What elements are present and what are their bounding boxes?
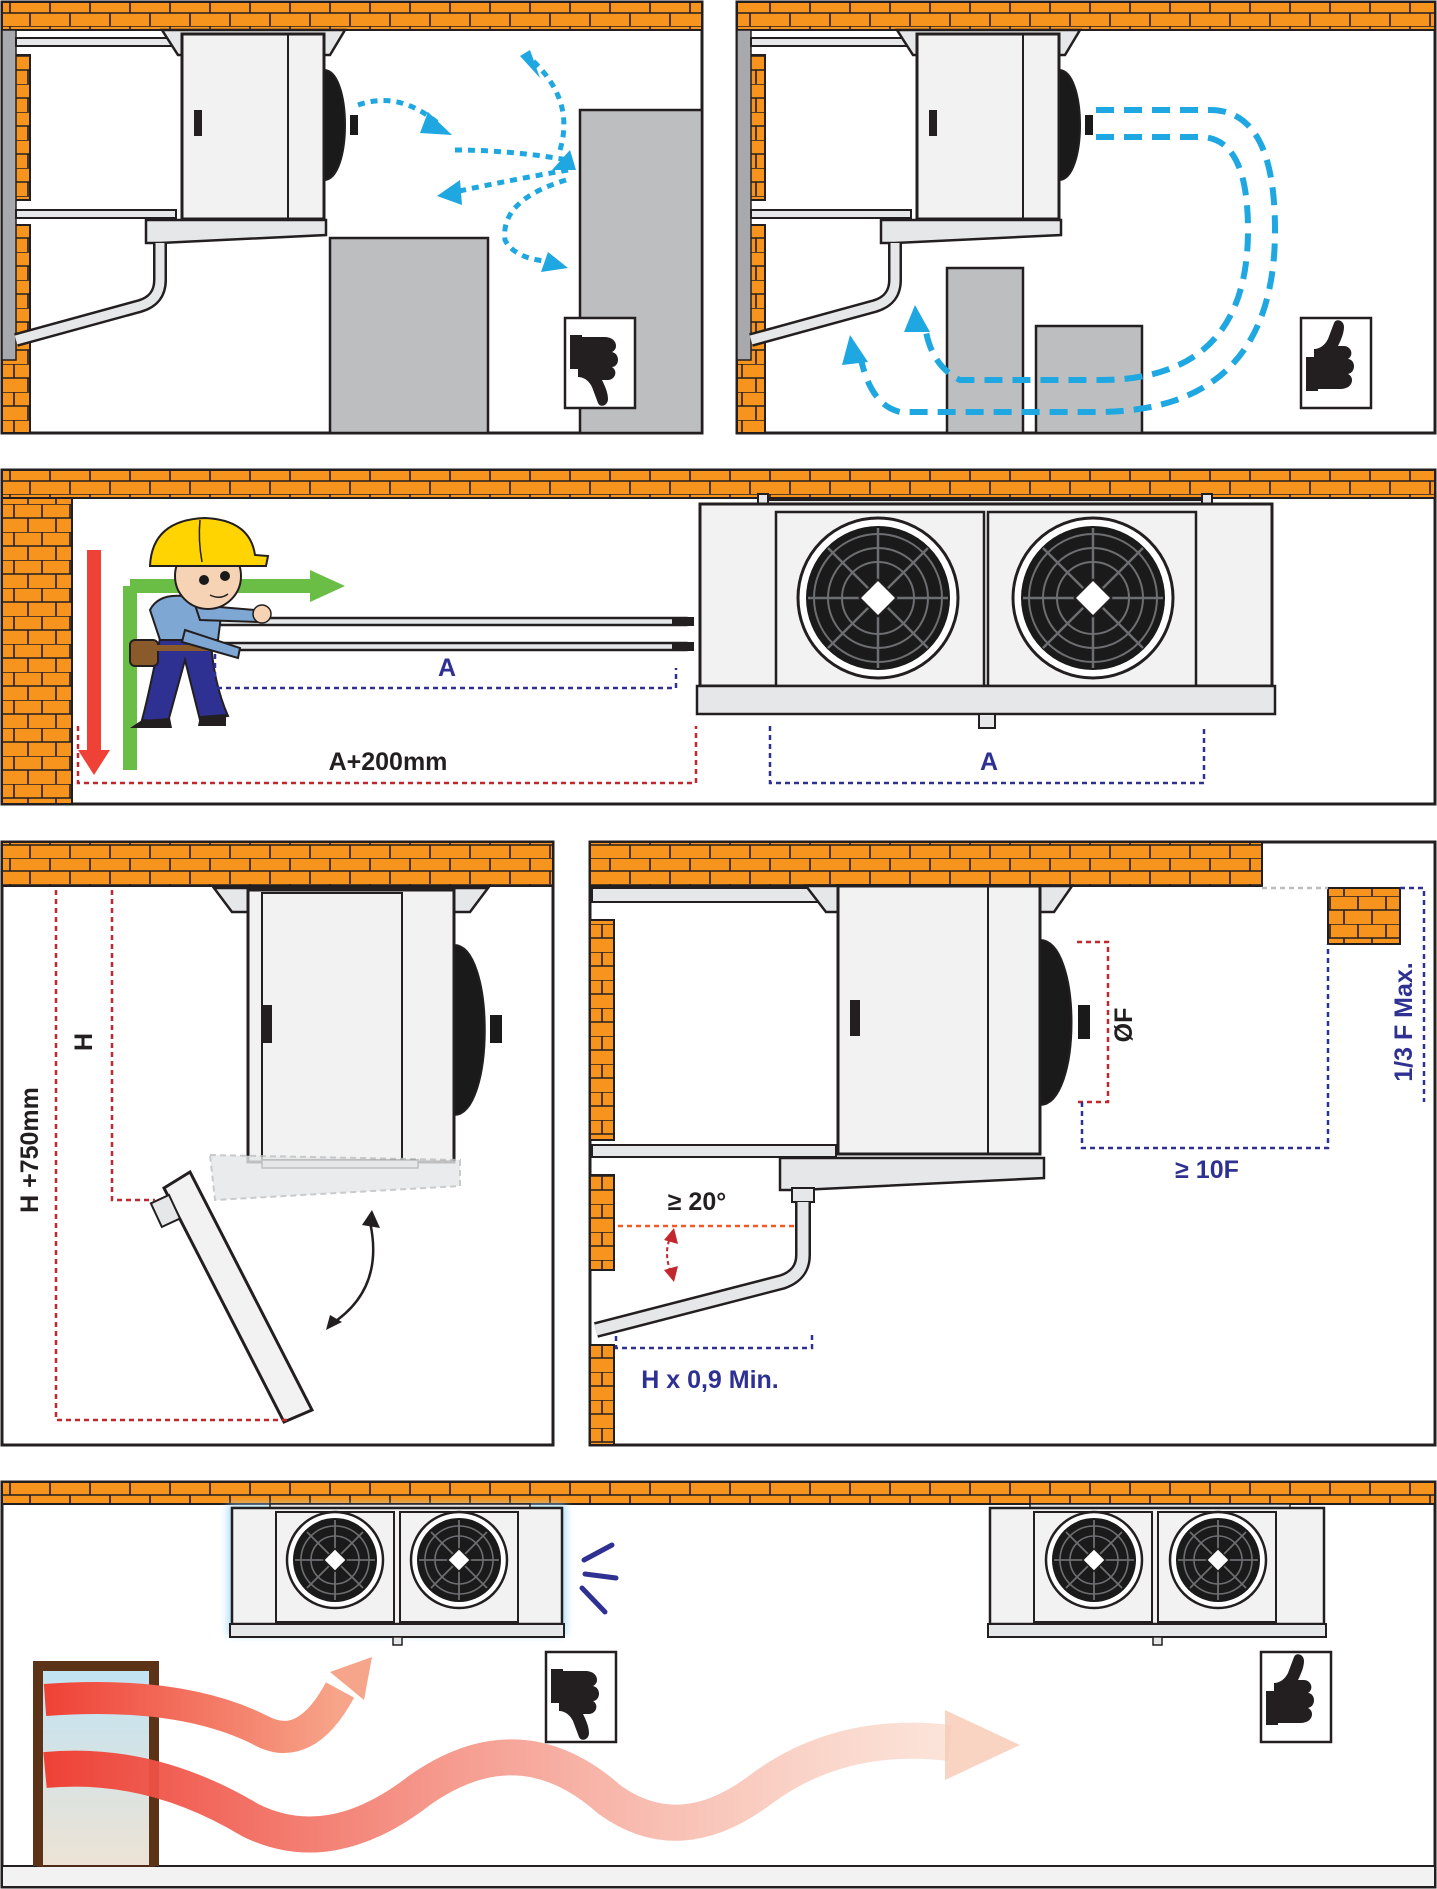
dimension-line-a-pipes xyxy=(213,654,678,690)
panel-obstructed-airflow xyxy=(0,0,704,435)
unit-cooler-away-from-door xyxy=(987,1503,1327,1646)
drip-tray xyxy=(144,218,328,245)
panel-drain-slope-and-fan-distance: ≥ 20° ØF ≥ 10F 1/3 F Max. H x 0,9 Min. xyxy=(588,840,1437,1447)
warm-air-infiltration xyxy=(43,1657,1020,1853)
frost-indicator xyxy=(579,1542,619,1615)
wall-block xyxy=(1327,887,1401,945)
unit-cooler-side-view xyxy=(211,886,502,1169)
unit-cooler-near-door xyxy=(228,1503,619,1646)
panel-drip-tray-swing: H H +750mm xyxy=(0,840,555,1447)
thumbs-up-icon xyxy=(1259,1650,1333,1744)
storage-box-short xyxy=(328,236,490,435)
thumbs-up-icon xyxy=(1299,316,1373,410)
dimension-line-third-f xyxy=(1400,886,1426,1102)
ceiling-brick xyxy=(1,1,703,31)
unit-cooler-front-view xyxy=(695,493,1277,729)
fan-icon xyxy=(1011,516,1175,680)
fan-icon xyxy=(1168,1510,1268,1610)
drip-tray-swung-open xyxy=(149,1169,315,1424)
panel-clear-airflow xyxy=(735,0,1437,435)
dimension-line-a-unit xyxy=(768,726,1206,785)
storage-box xyxy=(945,266,1025,435)
swing-arc-arrow xyxy=(329,1221,375,1327)
dimension-line-h-plus-750 xyxy=(54,890,287,1422)
dimension-line-10f xyxy=(1080,944,1330,1150)
thumbs-down-icon xyxy=(544,1650,618,1744)
label-10f: ≥ 10F xyxy=(1175,1156,1239,1184)
fan-guard xyxy=(323,68,346,182)
thumbs-down-icon xyxy=(563,316,637,410)
label-angle: ≥ 20° xyxy=(668,1188,726,1216)
technician-figure xyxy=(129,516,272,728)
fan-icon xyxy=(409,1510,509,1610)
drain-pipe xyxy=(14,243,165,345)
fan-icon xyxy=(1044,1510,1144,1610)
fan-icon xyxy=(796,516,960,680)
dimension-line-h xyxy=(110,890,155,1202)
label-third-f-max: 1/3 F Max. xyxy=(1390,962,1418,1082)
drain-pipe xyxy=(594,1202,809,1336)
panel-service-clearance: A A+200mm A xyxy=(0,468,1437,806)
label-a-plus-200mm: A+200mm xyxy=(329,748,448,776)
unit-cooler-side-view xyxy=(14,28,358,347)
label-h: H xyxy=(70,1033,98,1051)
drip-tray xyxy=(695,684,1277,716)
unit-cooler-side-view xyxy=(749,28,1093,347)
label-a-unit: A xyxy=(980,748,998,776)
dimension-line-fan-diameter xyxy=(1077,940,1110,1104)
label-drain-length: H x 0,9 Min. xyxy=(641,1366,779,1394)
fan-icon xyxy=(285,1510,385,1610)
label-h-plus-750mm: H +750mm xyxy=(16,1087,44,1213)
dimension-line-drain-length xyxy=(614,1334,814,1350)
label-a-pipes: A xyxy=(438,654,456,682)
airflow-circulation-arrows xyxy=(857,107,1279,415)
dimension-line-a-plus-200 xyxy=(76,726,698,785)
panel-door-placement xyxy=(0,1480,1437,1889)
unit-cooler-side-view xyxy=(591,884,1090,1338)
label-fan-diameter: ØF xyxy=(1110,1008,1138,1043)
